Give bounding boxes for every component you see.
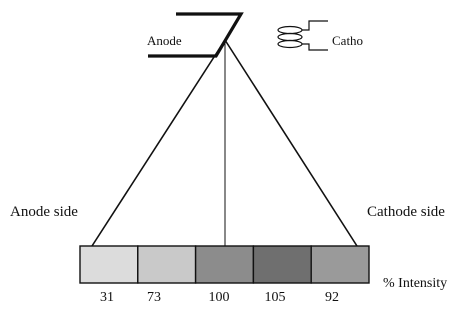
intensity-value: 31	[100, 290, 114, 305]
beam-right-edge	[224, 39, 358, 247]
intensity-value: 73	[147, 290, 161, 305]
cathode-label: Catho	[332, 33, 363, 48]
intensity-segment	[252, 245, 312, 284]
intensity-segment	[79, 245, 139, 284]
intensity-value: 105	[265, 290, 286, 305]
intensity-bar	[79, 245, 370, 284]
intensity-values: 31 73 100 105 92	[100, 290, 339, 305]
anode-target-shape	[148, 12, 244, 58]
cathode-filament-icon	[277, 20, 328, 51]
intensity-segment	[137, 245, 197, 284]
intensity-value: 100	[209, 290, 230, 305]
anode-label: Anode	[147, 33, 182, 48]
beam-left-edge	[91, 39, 226, 247]
cathode-side-label: Cathode side	[367, 204, 445, 220]
intensity-segment	[194, 245, 255, 284]
intensity-segment	[310, 245, 370, 284]
intensity-value: 92	[325, 290, 339, 305]
anode-side-label: Anode side	[10, 204, 78, 220]
intensity-unit-label: % Intensity	[383, 276, 447, 291]
